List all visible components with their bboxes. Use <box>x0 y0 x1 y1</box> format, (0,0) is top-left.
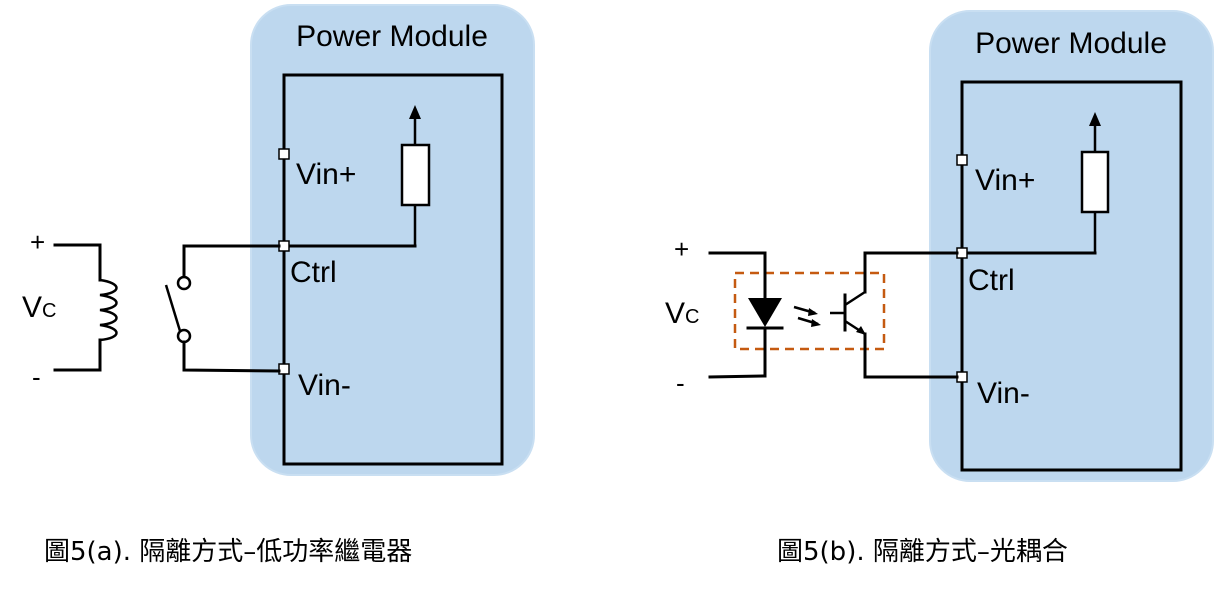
power-module-a-title: Power Module <box>296 20 488 53</box>
vin-plus-label-a: Vin+ <box>296 158 356 191</box>
caption-a: 圖5(a). 隔離方式–低功率繼電器 <box>44 537 412 567</box>
relay-switch <box>164 244 281 373</box>
vc-label-b: VC <box>665 297 699 330</box>
power-module-b-title: Power Module <box>975 27 1167 60</box>
output-arrow-icon-a <box>409 105 421 119</box>
diagram-a: Power Module Vin+ Ctrl Vin- <box>22 4 535 567</box>
power-module-b-box <box>960 80 1183 472</box>
led-icon <box>708 251 821 379</box>
optocoupler-outline <box>733 271 886 351</box>
minus-sign-a: - <box>32 362 41 392</box>
plus-sign-a: + <box>30 227 45 257</box>
caption-b: 圖5(b). 隔離方式–光耦合 <box>777 537 1068 567</box>
relay-coil-icon <box>53 243 118 372</box>
vin-plus-label-b: Vin+ <box>975 164 1035 197</box>
load-resistor-a <box>400 105 431 246</box>
diagram-b: Power Module Vin+ Ctrl Vin- <box>665 10 1214 567</box>
ctrl-label-b: Ctrl <box>968 264 1015 297</box>
minus-sign-b: - <box>676 368 685 398</box>
vin-minus-terminal-a <box>278 363 290 375</box>
output-arrow-icon-b <box>1089 112 1101 126</box>
vc-label-a: VC <box>22 291 56 324</box>
phototransistor-icon <box>830 251 959 379</box>
vin-plus-terminal-b <box>956 154 968 166</box>
power-module-a-background <box>250 4 535 476</box>
vin-minus-label-b: Vin- <box>977 377 1030 410</box>
power-module-a-box <box>282 73 504 466</box>
ctrl-label-a: Ctrl <box>290 256 337 289</box>
vin-minus-label-a: Vin- <box>298 369 351 402</box>
load-resistor-b <box>1080 112 1110 253</box>
power-module-b-background <box>929 10 1214 482</box>
vin-plus-terminal-a <box>278 148 290 160</box>
plus-sign-b: + <box>674 234 689 264</box>
